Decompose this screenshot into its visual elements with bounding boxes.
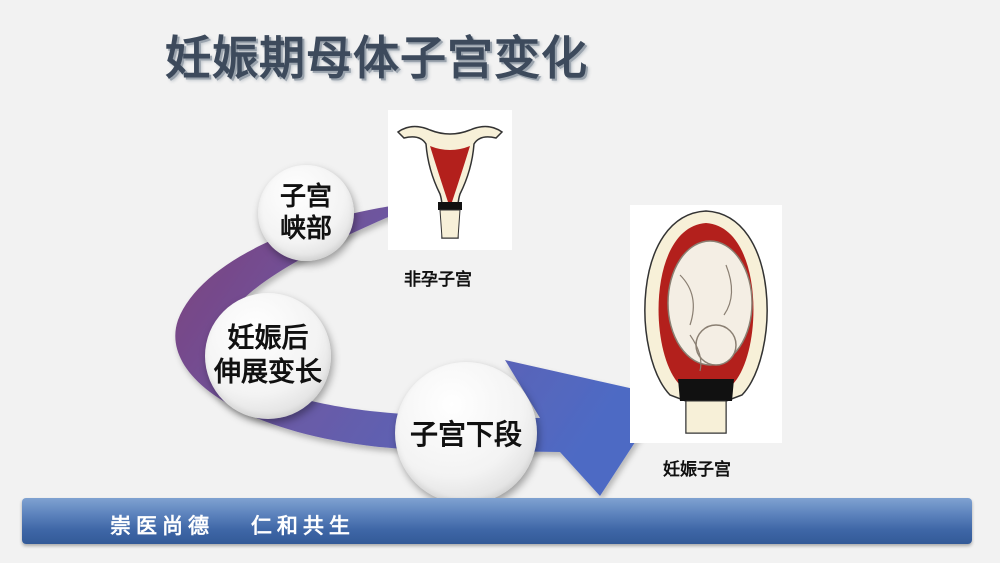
isthmus-label-line1: 子宫: [279, 182, 332, 212]
lower-segment-label: 子宫下段: [409, 418, 522, 451]
pregnant-uterus-image: [630, 205, 782, 443]
page-title: 妊娠期母体子宫变化: [165, 31, 588, 85]
arrow-body: [175, 204, 665, 496]
non-pregnant-caption: 非孕子宫: [404, 270, 472, 290]
footer-motto: 崇医尚德 仁和共生: [110, 514, 355, 538]
lower-segment-circle: 子宫下段: [395, 362, 537, 504]
pregnant-caption: 妊娠子宫: [663, 460, 731, 480]
stretch-circle: 妊娠后 伸展变长: [205, 293, 331, 419]
non-pregnant-uterus-image: [388, 110, 512, 250]
isthmus-label-line2: 峡部: [279, 214, 332, 244]
uterine-isthmus-circle: 子宫 峡部: [258, 165, 354, 261]
stretch-label-line1: 妊娠后: [227, 323, 309, 354]
stretch-label-line2: 伸展变长: [214, 357, 322, 388]
footer-banner: [22, 498, 972, 544]
